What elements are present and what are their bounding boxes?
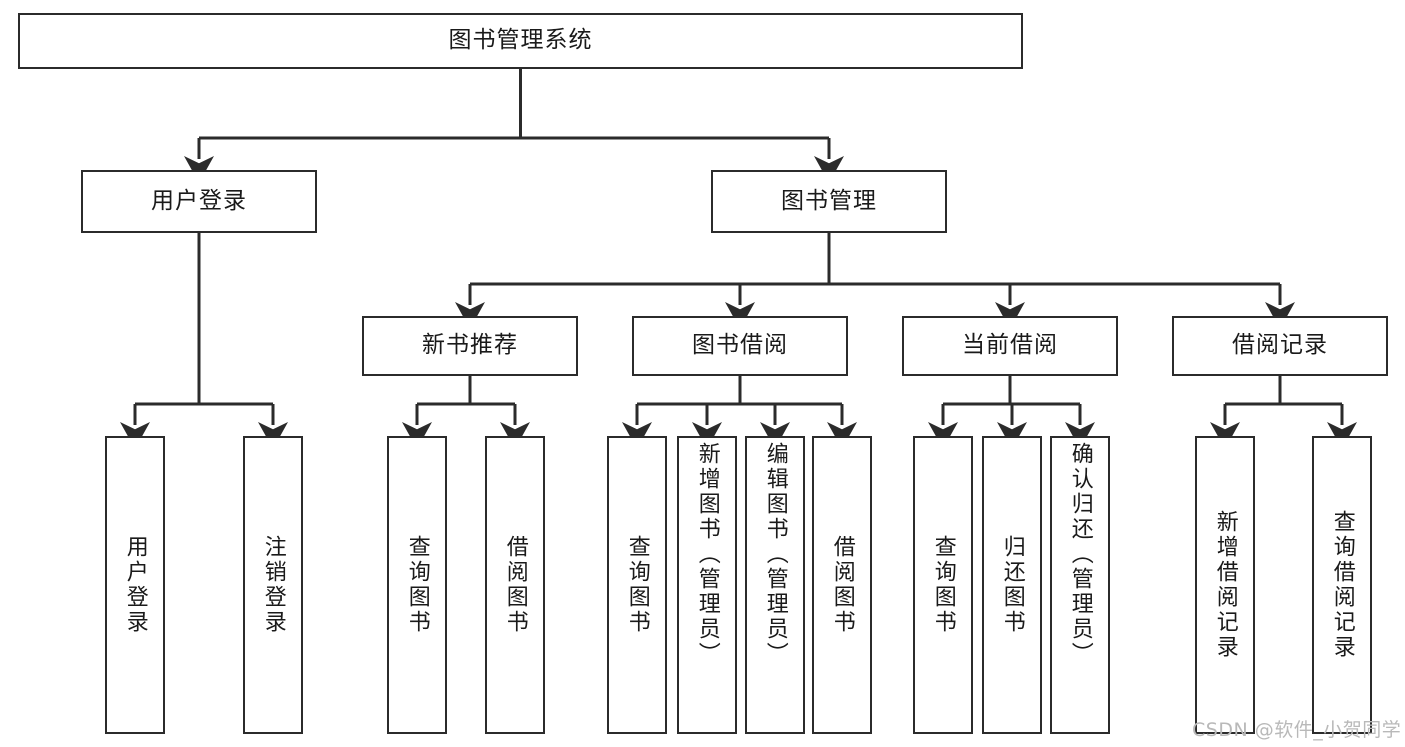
node-book-management[interactable]: 图书管理 [711, 170, 947, 233]
leaf-add-book[interactable]: 新增图书（管理员） [677, 436, 737, 734]
leaf-query-book-borrow-label: 查询图书 [624, 535, 650, 635]
node-user-login[interactable]: 用户登录 [81, 170, 317, 233]
csdn-watermark: CSDN @软件_小贺同学 [1192, 719, 1402, 741]
leaf-user-logout-label: 注销登录 [260, 535, 286, 635]
leaf-return-book[interactable]: 归还图书 [982, 436, 1042, 734]
leaf-query-borrow-record[interactable]: 查询借阅记录 [1312, 436, 1372, 734]
leaf-borrow-book-recommend[interactable]: 借阅图书 [485, 436, 545, 734]
leaf-add-borrow-record-label: 新增借阅记录 [1212, 510, 1238, 660]
leaf-borrow-book-recommend-label: 借阅图书 [502, 535, 528, 635]
node-new-book-recommend[interactable]: 新书推荐 [362, 316, 578, 376]
leaf-borrow-book-label: 借阅图书 [829, 535, 855, 635]
leaf-user-logout[interactable]: 注销登录 [243, 436, 303, 734]
leaf-return-book-label: 归还图书 [999, 535, 1025, 635]
node-user-login-label: 用户登录 [151, 187, 247, 214]
node-current-borrow[interactable]: 当前借阅 [902, 316, 1118, 376]
node-book-borrow-label: 图书借阅 [692, 332, 788, 359]
leaf-query-book-recommend-label: 查询图书 [404, 535, 430, 635]
leaf-user-login-label: 用户登录 [122, 535, 148, 635]
node-book-management-label: 图书管理 [781, 187, 877, 214]
leaf-edit-book[interactable]: 编辑图书（管理员） [745, 436, 805, 734]
leaf-borrow-book[interactable]: 借阅图书 [812, 436, 872, 734]
leaf-add-book-label: 新增图书（管理员） [694, 442, 720, 667]
leaf-add-borrow-record[interactable]: 新增借阅记录 [1195, 436, 1255, 734]
node-new-book-recommend-label: 新书推荐 [422, 332, 518, 359]
leaf-edit-book-label: 编辑图书（管理员） [762, 442, 788, 667]
node-root[interactable]: 图书管理系统 [18, 13, 1023, 69]
node-borrow-record[interactable]: 借阅记录 [1172, 316, 1388, 376]
node-book-borrow[interactable]: 图书借阅 [632, 316, 848, 376]
leaf-user-login[interactable]: 用户登录 [105, 436, 165, 734]
node-root-label: 图书管理系统 [448, 27, 593, 54]
leaf-confirm-return-label: 确认归还（管理员） [1067, 442, 1093, 667]
leaf-query-book-borrow[interactable]: 查询图书 [607, 436, 667, 734]
node-current-borrow-label: 当前借阅 [962, 332, 1058, 359]
leaf-confirm-return[interactable]: 确认归还（管理员） [1050, 436, 1110, 734]
leaf-query-book-recommend[interactable]: 查询图书 [387, 436, 447, 734]
node-borrow-record-label: 借阅记录 [1232, 332, 1328, 359]
leaf-query-book-current[interactable]: 查询图书 [913, 436, 973, 734]
leaf-query-book-current-label: 查询图书 [930, 535, 956, 635]
leaf-query-borrow-record-label: 查询借阅记录 [1329, 510, 1355, 660]
